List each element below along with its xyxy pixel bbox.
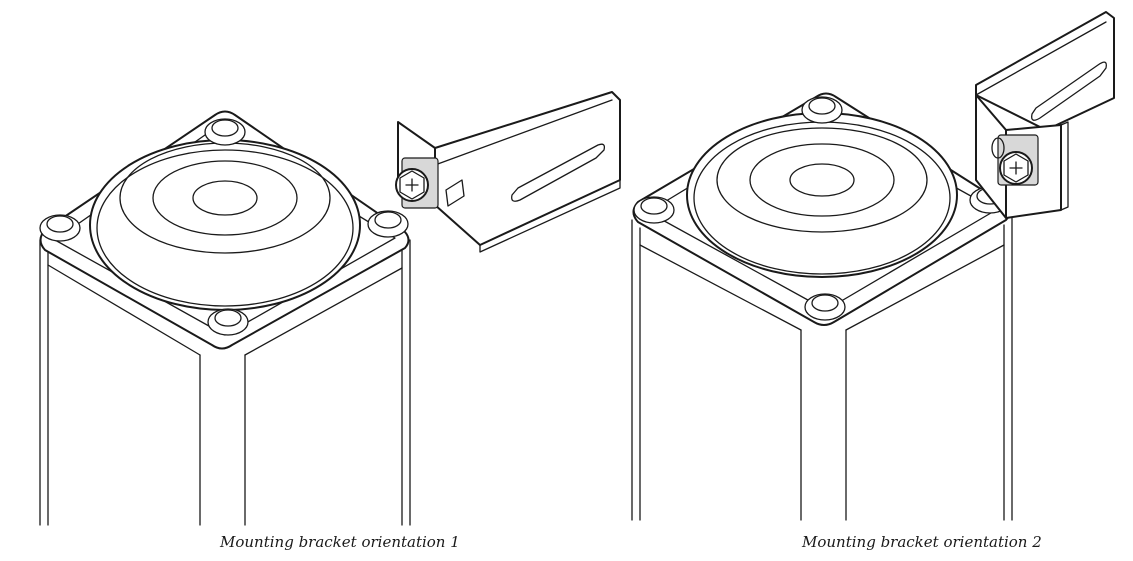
actuator-drawing-1 (39, 91, 621, 526)
actuator-body (631, 214, 1013, 521)
caption-orientation-2: Mounting bracket orientation 2 (802, 533, 1042, 551)
mounting-bracket (975, 11, 1115, 219)
dome (89, 139, 361, 311)
actuator-drawing-2 (631, 11, 1115, 521)
actuator-body (39, 239, 411, 526)
screw (991, 134, 1039, 186)
screw (395, 157, 439, 209)
figure-orientation-1: Mounting bracket orientation 1 (0, 0, 621, 561)
figure-orientation-2: Mounting bracket orientation 2 (566, 0, 1133, 561)
caption-orientation-1: Mounting bracket orientation 1 (220, 533, 460, 551)
corner-bosses (39, 118, 409, 336)
dome (686, 112, 958, 278)
